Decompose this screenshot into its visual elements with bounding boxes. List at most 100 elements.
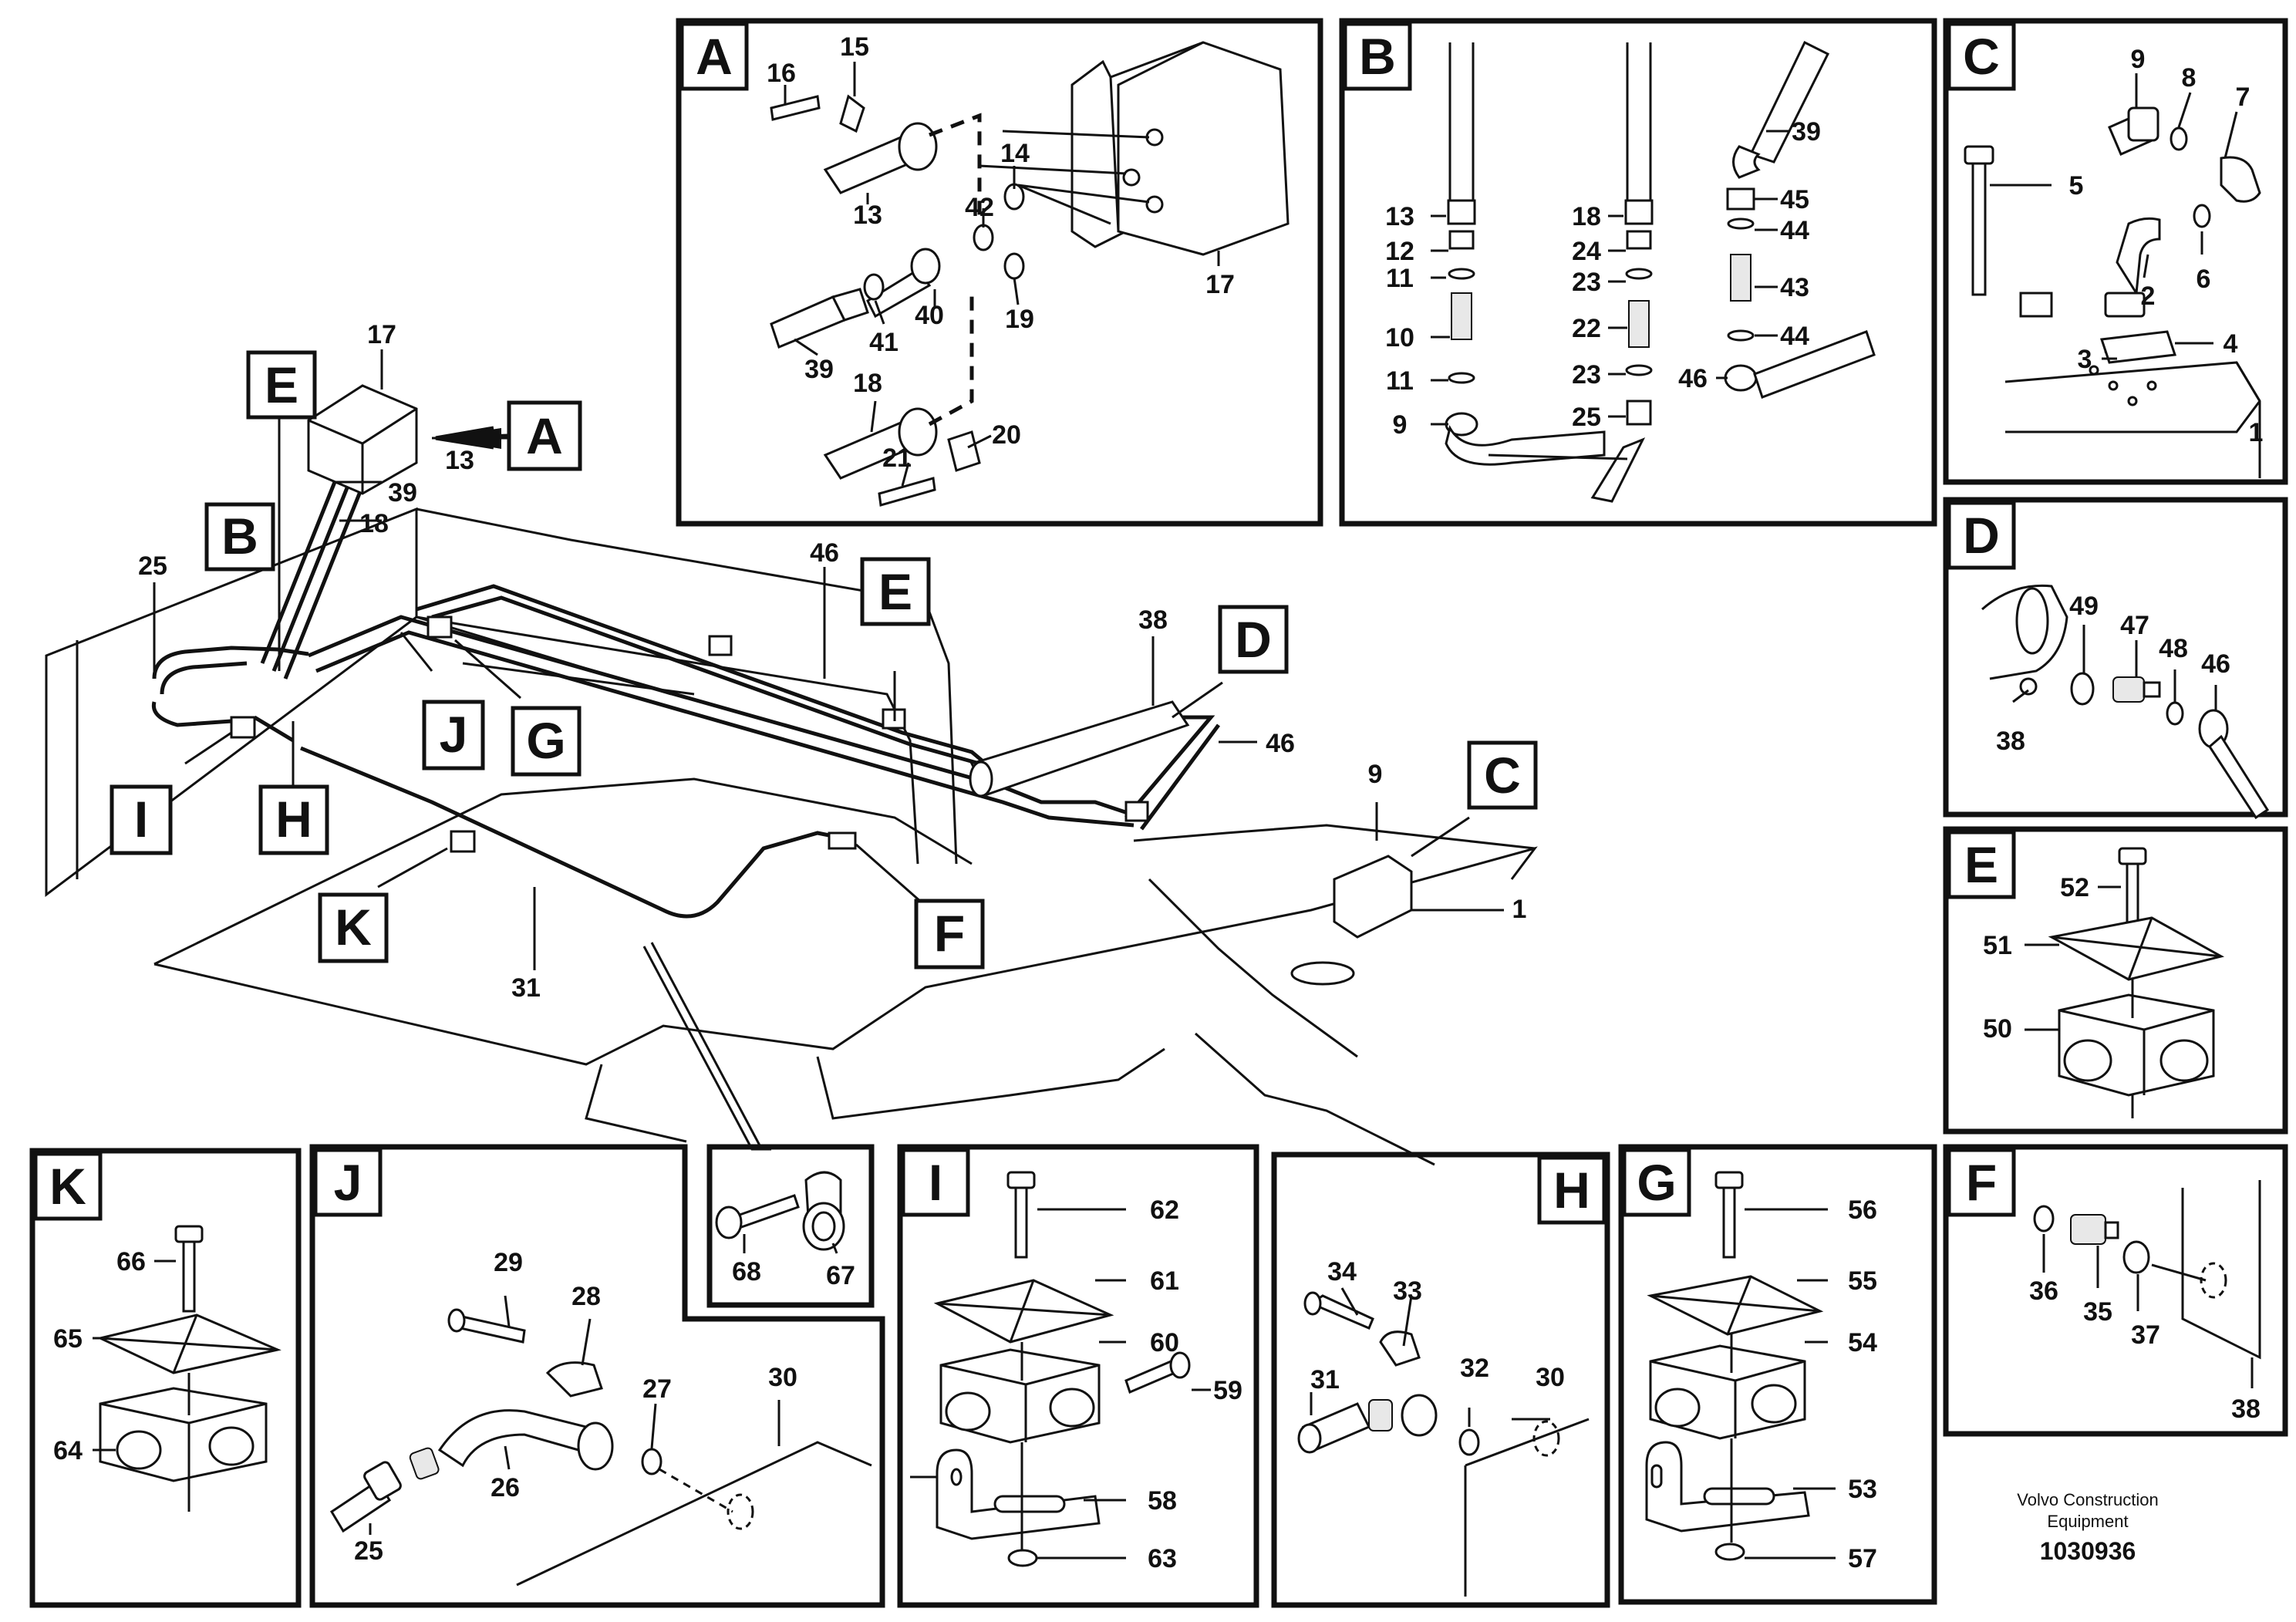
B-callout-39: 39 [1792,117,1821,147]
main-label-39: 39 [388,478,417,508]
main-letter-tags: A E B E D C J G I H K F [110,350,1538,969]
detail-F-label: F [1966,1154,1997,1211]
A-callout-39: 39 [804,355,834,384]
C-callout-1: 1 [2249,418,2264,447]
detail-B: B [1339,18,1937,527]
C-callout-3: 3 [2078,345,2092,374]
K-callout-66: 66 [116,1247,146,1276]
J-callout-25: 25 [354,1536,383,1566]
J-callout-27: 27 [642,1374,672,1404]
A-callout-17: 17 [1205,270,1235,299]
G-callout-55: 55 [1848,1266,1877,1296]
main-label-46b: 46 [1266,729,1295,758]
detail-C-label: C [1963,28,2000,85]
B-callout-23: 23 [1572,268,1601,297]
K-callout-65: 65 [53,1324,83,1354]
footer: Volvo Construction Equipment 1030936 [2017,1490,2158,1565]
I-callout-61: 61 [1150,1266,1179,1296]
main-tag-G: G [526,712,565,769]
main-label-17: 17 [367,320,396,349]
detail-E-label: E [1964,836,1998,893]
detail-C: C 9 8 7 5 6 2 3 4 [1943,18,2288,485]
B-callout-44: 44 [1780,216,1809,245]
detail-K-label: K [49,1158,86,1215]
F-callout-35: 35 [2083,1297,2112,1327]
main-label-38: 38 [1138,605,1168,635]
A-callout-19: 19 [1005,305,1034,334]
A-callout-13: 13 [853,201,882,230]
B-callout-23b: 23 [1572,360,1601,389]
E-callout-52: 52 [2060,873,2089,902]
D-callout-47: 47 [2120,611,2149,640]
main-label-13: 13 [445,446,474,475]
B-callout-44b: 44 [1780,322,1809,351]
main-tag-D: D [1235,611,1272,668]
B-callout-11: 11 [1386,264,1414,293]
detail-B-label: B [1359,28,1396,85]
I-callout-60: 60 [1150,1328,1179,1357]
detail-H: H 34 33 31 32 30 [1271,1152,1610,1608]
detail-D-label: D [1963,507,2000,564]
A-callout-15: 15 [840,32,869,62]
brand-line-1: Volvo Construction [2017,1490,2158,1509]
I-callout-58: 58 [1148,1486,1177,1516]
J-callout-28: 28 [571,1282,601,1311]
G-callout-56: 56 [1848,1195,1877,1225]
main-label-1: 1 [1512,895,1527,924]
main-tag-H: H [275,791,312,848]
detail-G-label: G [1637,1154,1676,1211]
detail-H-label: H [1553,1162,1590,1219]
H-callout-31: 31 [1310,1365,1340,1394]
main-label-25: 25 [138,551,167,581]
main-tag-B: B [221,508,258,565]
B-callout-11b: 11 [1386,366,1414,396]
detail-E: E 52 51 50 [1943,826,2288,1135]
detail-F: F 36 35 37 38 [1943,1144,2288,1437]
C-callout-9: 9 [2131,45,2146,74]
G-callout-54: 54 [1848,1328,1877,1357]
D-callout-48: 48 [2159,634,2188,663]
G-callout-53: 53 [1848,1475,1877,1504]
J-callout-30: 30 [768,1363,797,1392]
B-callout-46: 46 [1678,364,1708,393]
J-callout-29: 29 [494,1248,523,1277]
H-callout-34: 34 [1327,1257,1357,1286]
A-callout-16: 16 [767,59,796,88]
H-callout-30: 30 [1536,1363,1565,1392]
main-tag-E2: E [878,563,912,620]
F-callout-36: 36 [2029,1276,2058,1306]
detail-I: I 62 61 60 59 58 63 [897,1144,1259,1608]
I-callout-59: 59 [1213,1376,1242,1405]
detail-J-label: J [334,1154,362,1211]
detail-A-label: A [696,28,733,85]
B-callout-9: 9 [1393,410,1408,440]
main-label-18: 18 [359,509,389,538]
A-callout-20: 20 [992,420,1021,450]
A-callout-14: 14 [1000,139,1030,168]
main-label-9: 9 [1368,760,1383,789]
A-callout-41: 41 [869,328,899,357]
main-tag-C: C [1484,747,1521,804]
B-callout-25: 25 [1572,403,1601,432]
E-callout-51: 51 [1983,931,2012,960]
A-callout-21: 21 [882,443,912,473]
main-label-31: 31 [511,973,541,1003]
C-callout-5: 5 [2069,171,2084,201]
B-callout-18: 18 [1572,202,1601,231]
F-callout-37: 37 [2131,1320,2160,1350]
main-label-46: 46 [810,538,839,568]
C-callout-2: 2 [2141,282,2156,311]
B-callout-45: 45 [1780,185,1809,214]
C-callout-4: 4 [2224,329,2238,359]
main-tag-I: I [134,791,148,848]
main-numbers: 17 13 39 18 25 46 38 46 9 1 31 [138,320,1526,1003]
main-tag-E1: E [265,356,298,413]
C-callout-8: 8 [2182,63,2197,93]
detail-D: D 49 47 48 46 38 [1943,497,2288,820]
D-callout-38: 38 [1996,727,2025,756]
main-tag-A: A [526,407,563,464]
B-callout-43: 43 [1780,273,1809,302]
B-callout-10: 10 [1385,323,1414,352]
I-callout-63: 63 [1148,1544,1177,1573]
